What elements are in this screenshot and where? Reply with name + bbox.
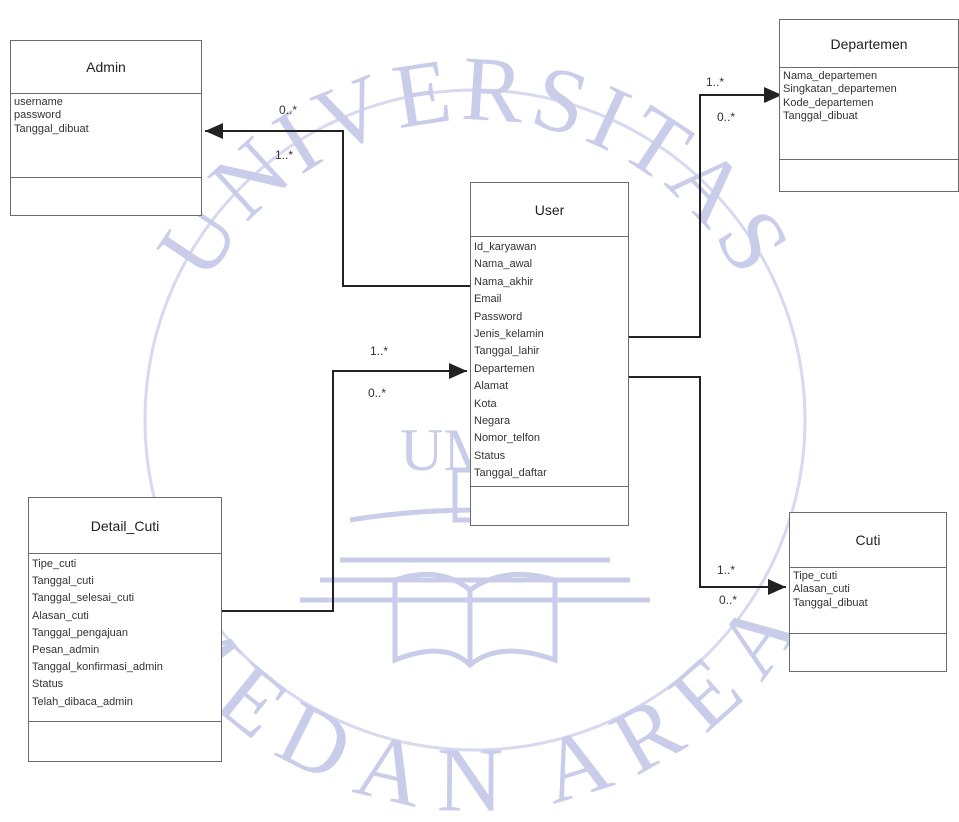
attribute: Tanggal_dibuat	[14, 122, 89, 135]
attribute: Departemen	[474, 362, 535, 375]
attribute: Kota	[474, 397, 497, 410]
user-class-box[interactable]: User Id_karyawan Nama_awal Nama_akhir Em…	[470, 182, 629, 526]
multiplicity-detail-zero-many: 0..*	[368, 386, 387, 400]
multiplicity-detail-one-many: 1..*	[370, 344, 389, 358]
attribute: Tanggal_selesai_cuti	[32, 592, 135, 605]
attribute: Nama_departemen	[783, 70, 878, 82]
attribute: Negara	[474, 415, 511, 428]
departemen-class-name: Departemen	[780, 20, 958, 68]
attribute: Email	[474, 293, 502, 306]
cuti-class-name: Cuti	[790, 513, 946, 568]
attribute: Telah_dibaca_admin	[32, 695, 133, 708]
attribute: Tipe_cuti	[32, 558, 77, 570]
attribute: Tipe_cuti	[793, 570, 838, 582]
cuti-attributes: Tipe_cuti Alasan_cuti Tanggal_dibuat	[790, 568, 946, 634]
detail-cuti-class-name: Detail_Cuti	[29, 498, 221, 554]
line-user-admin	[205, 123, 470, 287]
departemen-operations	[780, 160, 958, 191]
departemen-attributes: Nama_departemen Singkatan_departemen Kod…	[780, 68, 958, 160]
attribute: Alasan_cuti	[32, 609, 89, 622]
attribute: Status	[474, 449, 506, 462]
line-user-departemen	[629, 87, 782, 338]
attribute: Jenis_kelamin	[474, 328, 544, 341]
admin-class-name: Admin	[11, 41, 201, 94]
attribute: Tanggal_lahir	[474, 345, 540, 358]
detail-cuti-attributes: Tipe_cuti Tanggal_cuti Tanggal_selesai_c…	[29, 554, 221, 722]
attribute: Tanggal_cuti	[32, 575, 94, 588]
cuti-operations	[790, 634, 946, 671]
multiplicity-admin-one-many: 1..*	[275, 148, 294, 162]
user-operations	[471, 487, 628, 525]
user-attributes: Id_karyawan Nama_awal Nama_akhir Email P…	[471, 237, 628, 487]
multiplicity-admin-zero-many: 0..*	[279, 103, 298, 117]
attribute: username	[14, 96, 63, 108]
attribute: Tanggal_konfirmasi_admin	[32, 661, 163, 674]
cuti-class-box[interactable]: Cuti Tipe_cuti Alasan_cuti Tanggal_dibua…	[789, 512, 947, 672]
attribute: Tanggal_pengajuan	[32, 626, 129, 639]
attribute: Id_karyawan	[474, 241, 537, 253]
detail-cuti-class-box[interactable]: Detail_Cuti Tipe_cuti Tanggal_cuti Tangg…	[28, 497, 222, 762]
admin-attributes: username password Tanggal_dibuat	[11, 94, 201, 178]
attribute: Nama_akhir	[474, 275, 534, 288]
multiplicity-departemen-zero-many: 0..*	[717, 110, 736, 124]
line-detailcuti-user	[222, 363, 467, 612]
multiplicity-departemen-one-many: 1..*	[706, 75, 725, 89]
attribute: Singkatan_departemen	[783, 83, 897, 96]
attribute: Tanggal_daftar	[474, 467, 547, 480]
attribute: password	[14, 109, 62, 122]
attribute: Alasan_cuti	[793, 583, 850, 596]
line-user-cuti	[629, 376, 786, 595]
attribute: Kode_departemen	[783, 96, 874, 109]
attribute: Tanggal_dibuat	[793, 596, 868, 609]
attribute: Nama_awal	[474, 258, 533, 271]
admin-class-box[interactable]: Admin username password Tanggal_dibuat	[10, 40, 202, 216]
attribute: Status	[32, 678, 64, 691]
user-class-name: User	[471, 183, 628, 237]
admin-operations	[11, 178, 201, 215]
attribute: Nomor_telfon	[474, 432, 541, 445]
attribute: Tanggal_dibuat	[783, 110, 858, 123]
attribute: Alamat	[474, 380, 509, 393]
attribute: Pesan_admin	[32, 644, 100, 657]
multiplicity-cuti-zero-many: 0..*	[719, 593, 738, 607]
detail-cuti-operations	[29, 722, 221, 761]
multiplicity-cuti-one-many: 1..*	[717, 563, 736, 577]
departemen-class-box[interactable]: Departemen Nama_departemen Singkatan_dep…	[779, 19, 959, 192]
attribute: Password	[474, 310, 523, 323]
